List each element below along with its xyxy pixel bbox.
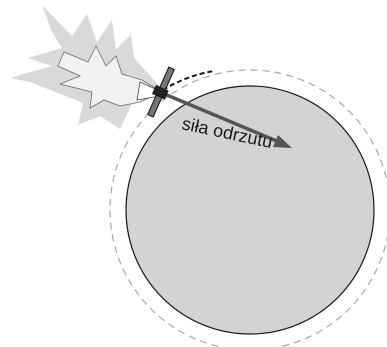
explosion-icon: [10, 5, 163, 129]
satellite-body: [152, 84, 169, 100]
force-arrow: [161, 91, 292, 148]
explosion-inner: [57, 45, 163, 109]
force-arrowhead: [273, 135, 292, 148]
satellite-icon: [147, 66, 175, 118]
planet: [125, 85, 375, 335]
